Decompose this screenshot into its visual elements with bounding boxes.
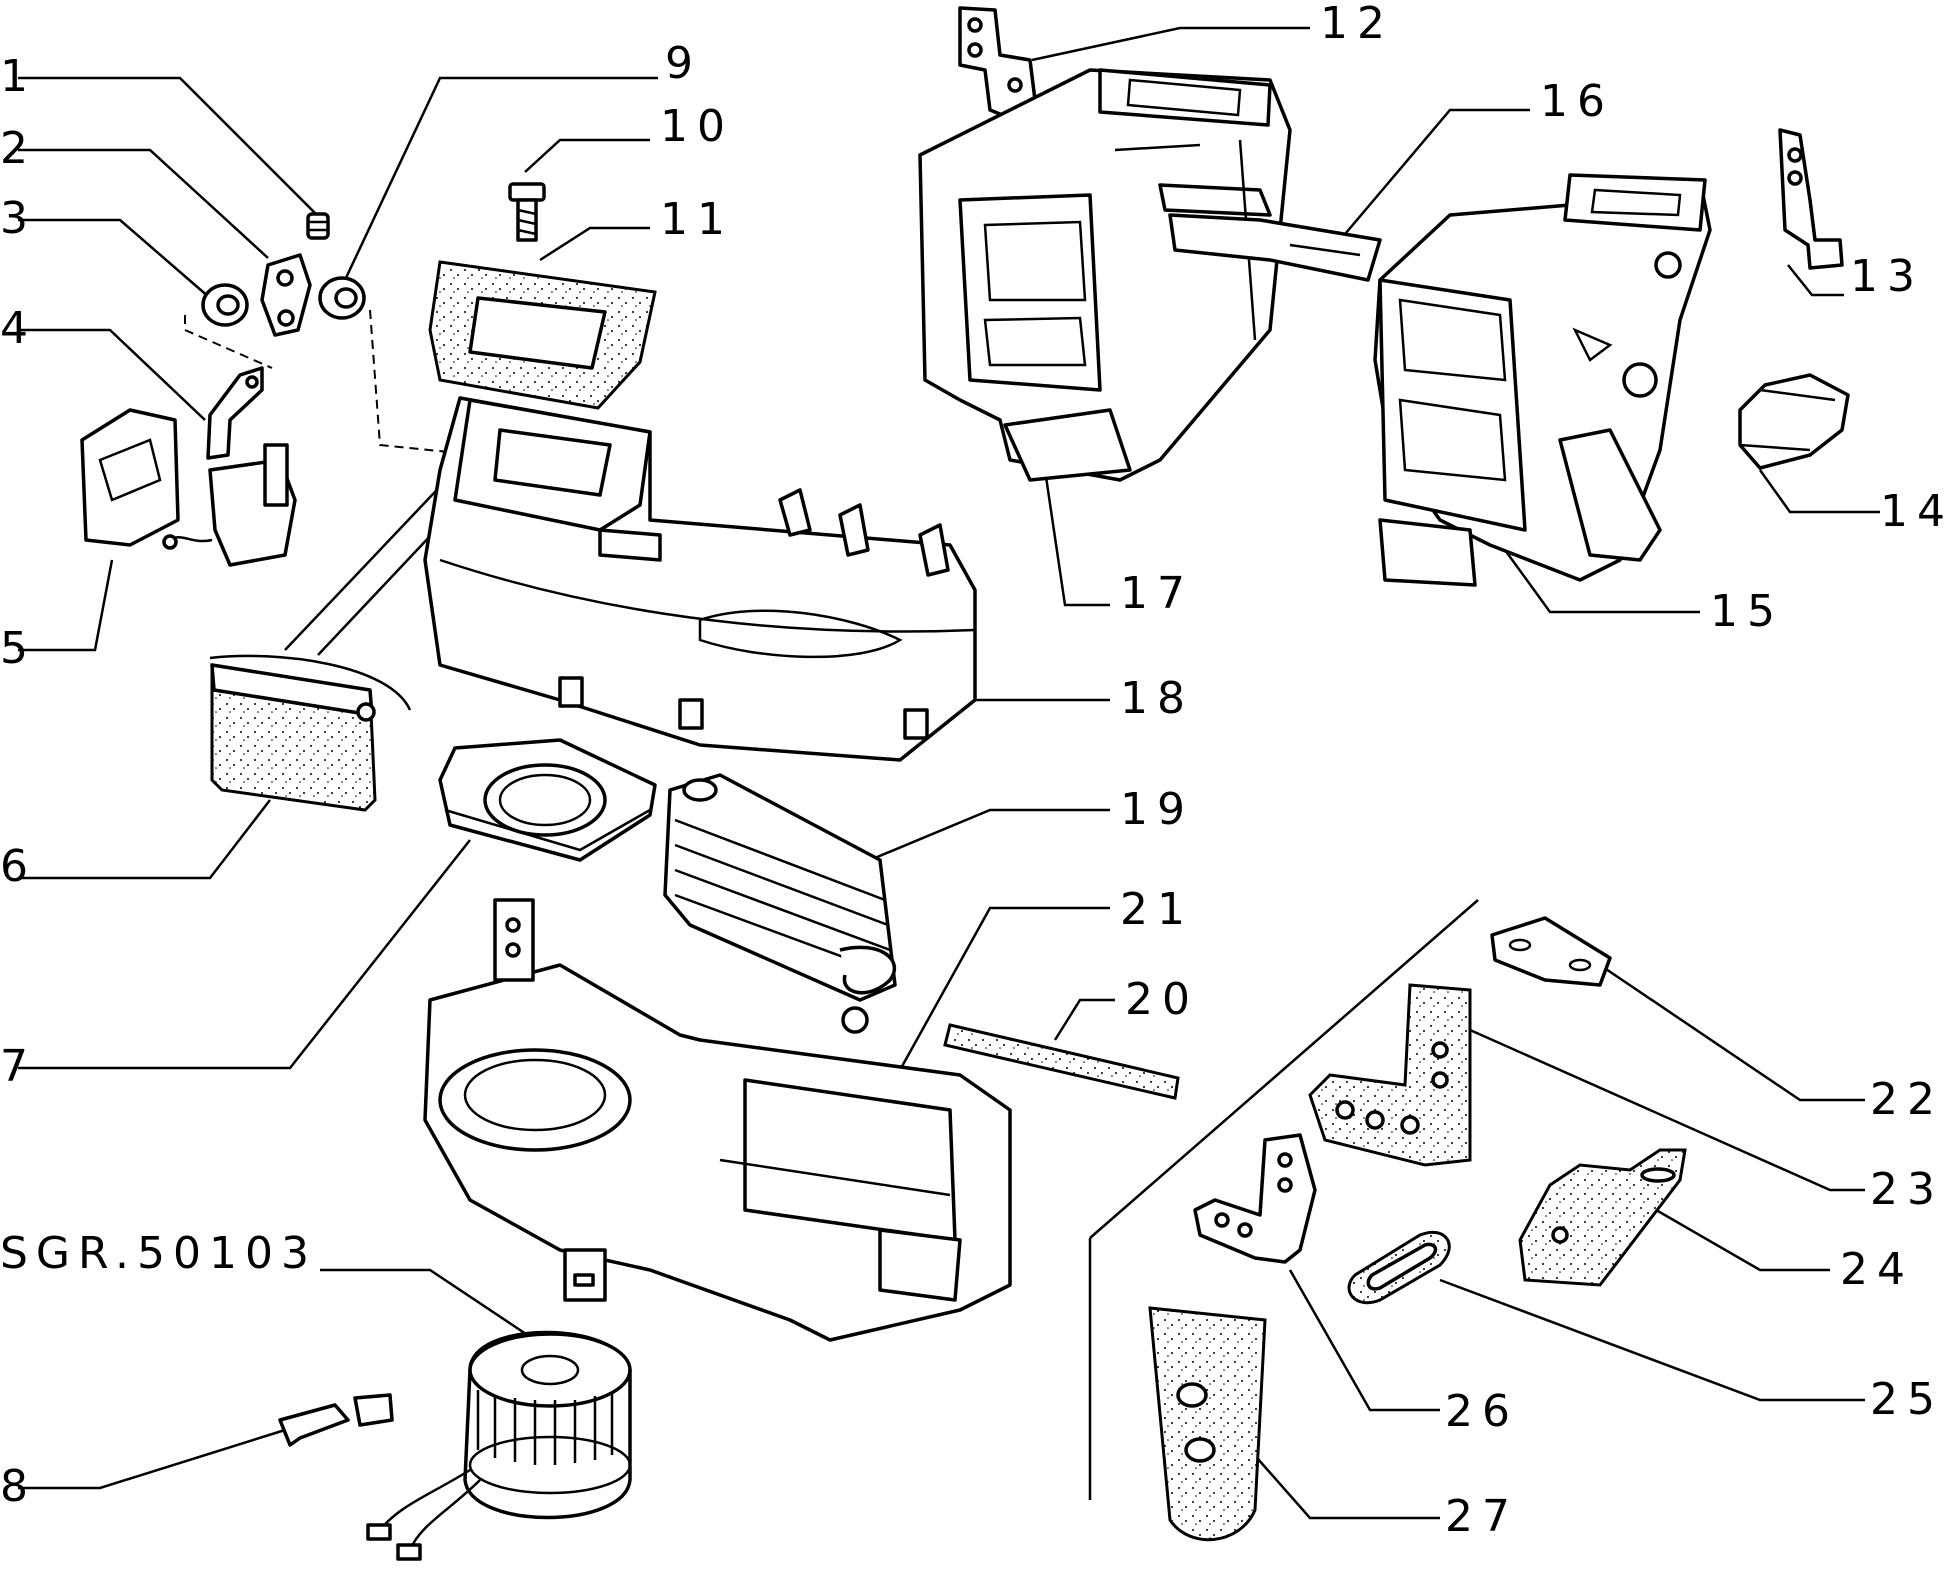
leader-27 [1249, 1449, 1440, 1520]
part-1-spring-clip [306, 212, 330, 240]
callout-13: 13 [1850, 251, 1924, 302]
part-6-filter-panel [210, 663, 377, 812]
callout-19: 19 [1120, 784, 1194, 835]
callout-1: 1 [0, 51, 37, 102]
callout-16: 16 [1540, 76, 1614, 127]
callout-7: 7 [0, 1041, 37, 1092]
leader-15 [1503, 549, 1700, 614]
part-25-seal-ring [1347, 1230, 1451, 1305]
part-17-distributor-housing [918, 68, 1292, 482]
part-20-seal-strip [943, 1023, 1180, 1100]
leader-22 [1599, 963, 1865, 1102]
callout-22: 22 [1870, 1074, 1944, 1125]
part-23-bracket [1308, 983, 1472, 1167]
callout-6: 6 [0, 841, 37, 892]
part-15-main-housing [1373, 173, 1712, 587]
leader-sgr [320, 1268, 536, 1342]
part-21-lower-housing [423, 898, 1012, 1342]
part-11-gasket [428, 260, 657, 410]
part-10-screw [508, 182, 546, 242]
reference-code-label: SGR.50103 [0, 1228, 317, 1279]
part-5-actuator [80, 408, 297, 567]
part-18-upper-housing [423, 396, 977, 762]
callout-3: 3 [0, 193, 37, 244]
callout-15: 15 [1710, 586, 1784, 637]
group-divider-line [1089, 899, 1479, 1239]
callout-18: 18 [1120, 673, 1194, 724]
leader-2 [18, 148, 269, 259]
part-4-lever [206, 366, 264, 460]
leader-6-arc [209, 654, 412, 711]
callout-5: 5 [0, 623, 37, 674]
callout-23: 23 [1870, 1164, 1944, 1215]
part-16-duct [1168, 213, 1382, 282]
leader-17 [1043, 469, 1110, 607]
part-13-bracket [1778, 128, 1844, 270]
callout-20: 20 [1125, 974, 1199, 1025]
leader-9 [343, 76, 658, 281]
part-3-grommet [201, 283, 249, 327]
part-8-connector [278, 1393, 394, 1447]
leader-14 [1758, 469, 1880, 514]
callout-10: 10 [660, 101, 734, 152]
leader-19 [869, 808, 1110, 862]
callout-11: 11 [660, 194, 734, 245]
leader-6 [18, 799, 271, 880]
callout-25: 25 [1870, 1374, 1944, 1425]
part-26-bracket [1193, 1133, 1317, 1264]
part-19-heater-core [663, 773, 897, 1034]
leader-3 [18, 218, 211, 299]
leader-16 [1339, 108, 1530, 241]
leader-4 [18, 328, 206, 421]
leader-1 [18, 76, 321, 219]
leader-13 [1787, 264, 1844, 297]
part-14-cover [1738, 373, 1850, 470]
part-7-fan-cover [438, 738, 657, 862]
callout-4: 4 [0, 303, 37, 354]
leader-20 [1053, 998, 1115, 1041]
part-blower-motor [366, 1330, 632, 1561]
callout-9: 9 [665, 38, 702, 89]
part-22-plate [1490, 916, 1612, 987]
assembly-dash-3-4 [184, 315, 273, 369]
leader-25 [1439, 1278, 1865, 1402]
callout-12: 12 [1320, 0, 1394, 49]
callout-26: 26 [1445, 1386, 1519, 1437]
leader-24 [1629, 1193, 1830, 1272]
leader-26 [1288, 1269, 1440, 1412]
leader-11 [539, 226, 650, 262]
leader-12 [1031, 26, 1310, 62]
leader-8 [18, 1428, 286, 1490]
callout-8: 8 [0, 1461, 37, 1512]
part-9-grommet [318, 276, 366, 320]
callout-21: 21 [1120, 884, 1194, 935]
leader-5 [18, 559, 114, 652]
leader-10 [524, 138, 650, 173]
part-24-bracket [1518, 1148, 1687, 1287]
callout-17: 17 [1120, 568, 1194, 619]
part-2-plate [260, 253, 312, 337]
leader-21 [898, 906, 1110, 1071]
leader-23 [1469, 1028, 1865, 1192]
callout-24: 24 [1840, 1244, 1914, 1295]
callout-2: 2 [0, 123, 37, 174]
callout-27: 27 [1445, 1491, 1519, 1542]
part-27-pad [1148, 1306, 1267, 1542]
leader-7 [18, 839, 471, 1070]
callout-14: 14 [1880, 486, 1954, 537]
